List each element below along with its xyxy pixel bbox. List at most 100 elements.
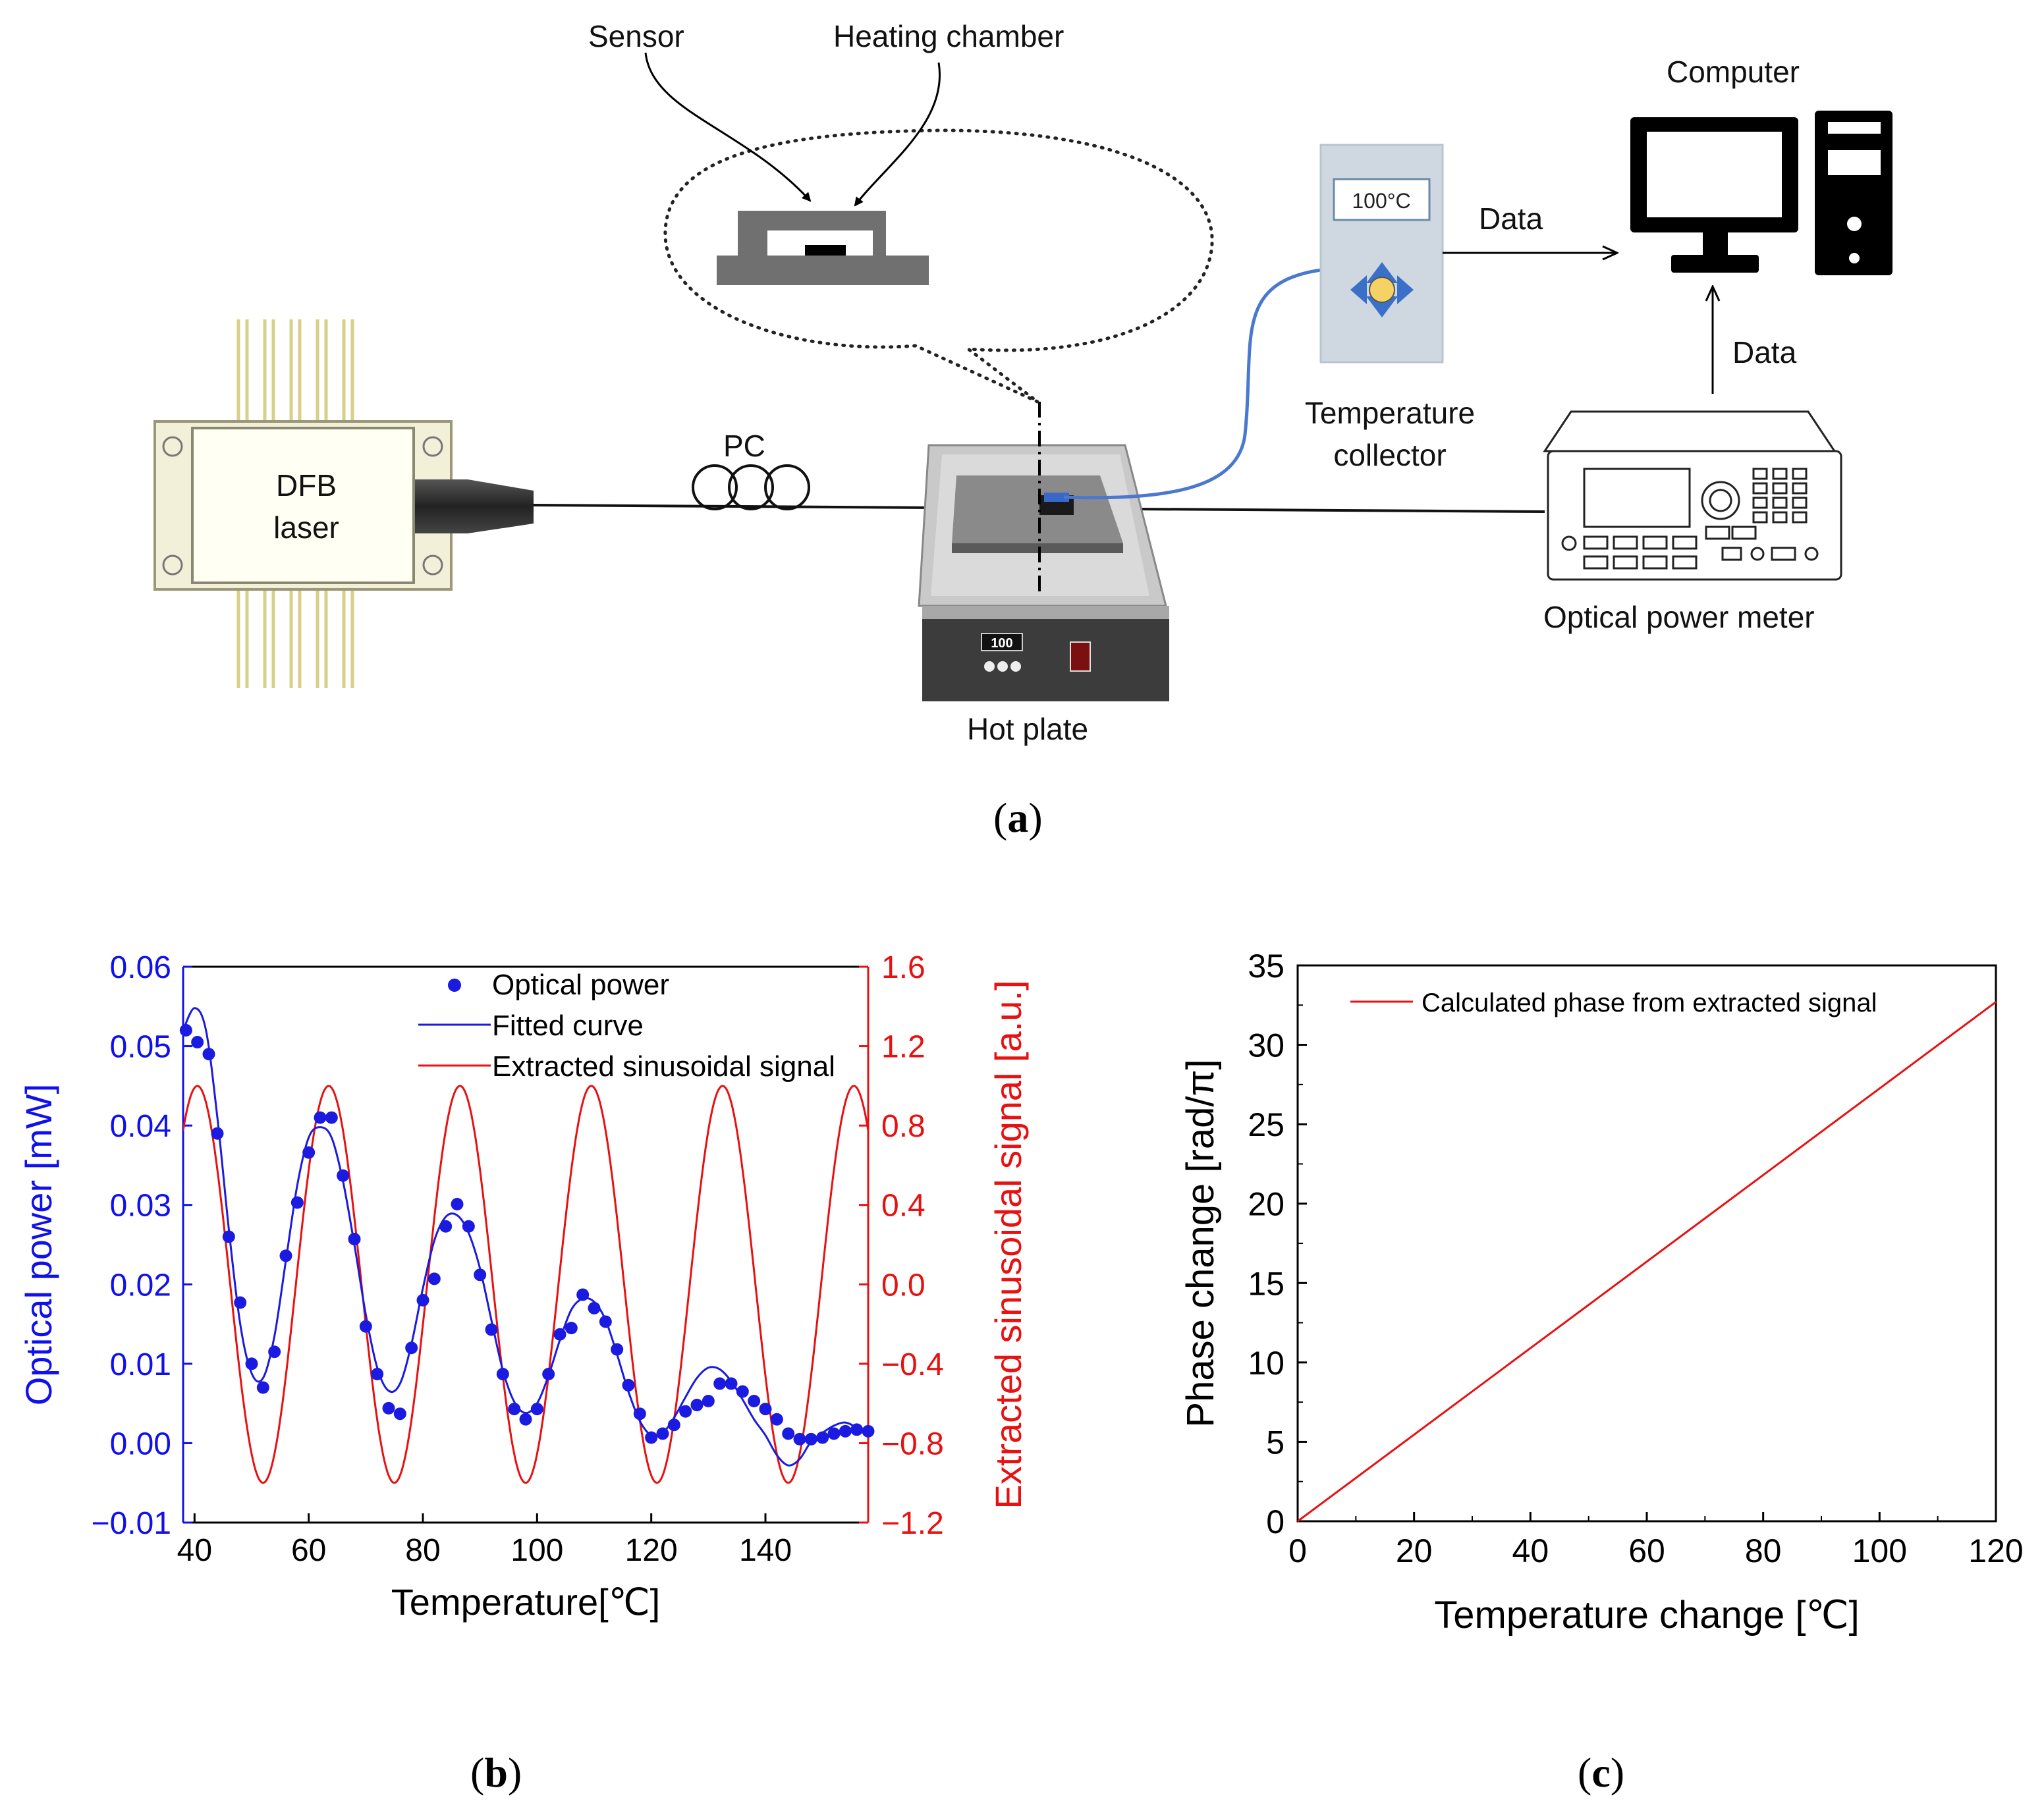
hot-plate-label: Hot plate (967, 712, 1089, 746)
y-tick-label: 15 (1248, 1265, 1284, 1302)
legend-label: Optical power (492, 969, 669, 1001)
y-tick-label: 0.02 (110, 1268, 171, 1303)
optical-power-point (713, 1377, 727, 1390)
y-axis-title: Phase change [rad/π] (1179, 1059, 1222, 1427)
optical-power-point (234, 1296, 247, 1309)
optical-power-point (862, 1424, 875, 1438)
optical-power-point (416, 1293, 429, 1307)
y-tick-label: −0.01 (92, 1506, 171, 1541)
y2-tick-label: −0.4 (881, 1347, 944, 1382)
dfb-laser-pins (236, 319, 354, 688)
optical-power-point (748, 1395, 761, 1408)
y2-tick-label: 0.0 (881, 1268, 925, 1303)
x-tick-label: 20 (1396, 1532, 1433, 1569)
optical-power-point (245, 1357, 258, 1370)
polarization-controller-loops (692, 464, 810, 510)
optical-power-point (611, 1343, 624, 1356)
optical-power-point (337, 1169, 350, 1182)
optical-power-point (279, 1249, 292, 1262)
y2-tick-label: 1.6 (881, 950, 925, 985)
optical-power-point (290, 1196, 304, 1209)
optical-power-point (462, 1220, 475, 1233)
optical-power-point (211, 1127, 224, 1140)
extracted-signal-line (183, 1085, 868, 1484)
optical-power-point (793, 1432, 806, 1446)
optical-power-point (565, 1322, 578, 1335)
y2-tick-label: 0.4 (881, 1189, 925, 1224)
optical-power-point (439, 1220, 453, 1233)
y-tick-label: 0 (1266, 1503, 1284, 1540)
optical-power-point (553, 1328, 566, 1341)
optical-power-point (393, 1407, 406, 1420)
optical-power-point (782, 1427, 795, 1440)
optical-power-point (725, 1377, 738, 1390)
optical-power-point (496, 1368, 509, 1381)
x-tick-label: 0 (1288, 1532, 1307, 1569)
optical-power-point (770, 1413, 783, 1426)
y2-tick-label: 1.2 (881, 1030, 925, 1065)
optical-power-point (633, 1407, 646, 1420)
plot-frame (1296, 964, 1997, 1523)
optical-power-point (428, 1272, 441, 1285)
y-tick-label: 0.00 (110, 1426, 171, 1461)
optical-power-point (485, 1323, 498, 1336)
x-tick-label: 80 (1745, 1532, 1782, 1569)
pc-label: PC (723, 429, 765, 463)
optical-power-meter (1543, 410, 1842, 581)
data-label-power-meter: Data (1732, 335, 1797, 369)
y2-tick-label: 0.8 (881, 1109, 925, 1144)
x-tick-label: 60 (1628, 1532, 1665, 1569)
legend-label: Fitted curve (492, 1010, 644, 1042)
optical-power-point (256, 1381, 269, 1394)
optical-power-point (451, 1198, 464, 1211)
x-tick-label: 140 (739, 1533, 792, 1568)
x-tick-label: 100 (511, 1533, 563, 1568)
y-tick-label: 30 (1248, 1027, 1284, 1064)
optical-power-point (371, 1368, 384, 1381)
y-tick-label: 0.04 (110, 1109, 171, 1144)
optical-power-point (599, 1315, 612, 1328)
temperature-collector (1319, 144, 1444, 364)
legend-label: Extracted sinusoidal signal (492, 1050, 835, 1083)
legend-label: Calculated phase from extracted signal (1422, 988, 1877, 1017)
y-tick-label: 25 (1248, 1106, 1284, 1143)
x-tick-label: 100 (1852, 1532, 1907, 1569)
optical-power-point (588, 1301, 601, 1314)
y-tick-label: 5 (1266, 1424, 1284, 1461)
y-tick-label: 0.06 (110, 950, 171, 985)
optical-power-point (222, 1230, 235, 1243)
setup-schematic: 100 100°C (153, 52, 1892, 701)
optical-power-point (191, 1036, 204, 1049)
optical-power-point (382, 1401, 395, 1415)
x-tick-label: 120 (625, 1533, 678, 1568)
optical-power-point (302, 1146, 316, 1159)
optical-power-point (804, 1432, 817, 1446)
y2-tick-label: −1.2 (881, 1506, 944, 1541)
optical-power-point (839, 1424, 852, 1438)
optical-power-point (816, 1431, 829, 1444)
optical-power-point (474, 1268, 487, 1282)
optical-power-point (405, 1341, 418, 1355)
x-tick-label: 120 (1968, 1532, 2023, 1569)
x-tick-label: 60 (291, 1533, 326, 1568)
optical-power-point (325, 1111, 338, 1124)
optical-power-meter-label: Optical power meter (1543, 600, 1815, 634)
optical-power-point (690, 1399, 704, 1412)
dfb-laser-body (153, 420, 453, 591)
optical-power-point (359, 1320, 372, 1333)
y-tick-label: 0.05 (110, 1030, 171, 1065)
fiber-connector (415, 479, 534, 533)
sensor-label: Sensor (588, 19, 684, 53)
optical-power-point (576, 1288, 590, 1301)
hot-plate (918, 444, 1169, 701)
sensor-arrow (644, 52, 812, 202)
optical-power-point (679, 1405, 692, 1418)
x-tick-label: 40 (1512, 1532, 1549, 1569)
panel-a-label: (a) (993, 794, 1043, 841)
y-tick-label: 10 (1248, 1345, 1284, 1382)
y-tick-label: 0.01 (110, 1347, 171, 1382)
